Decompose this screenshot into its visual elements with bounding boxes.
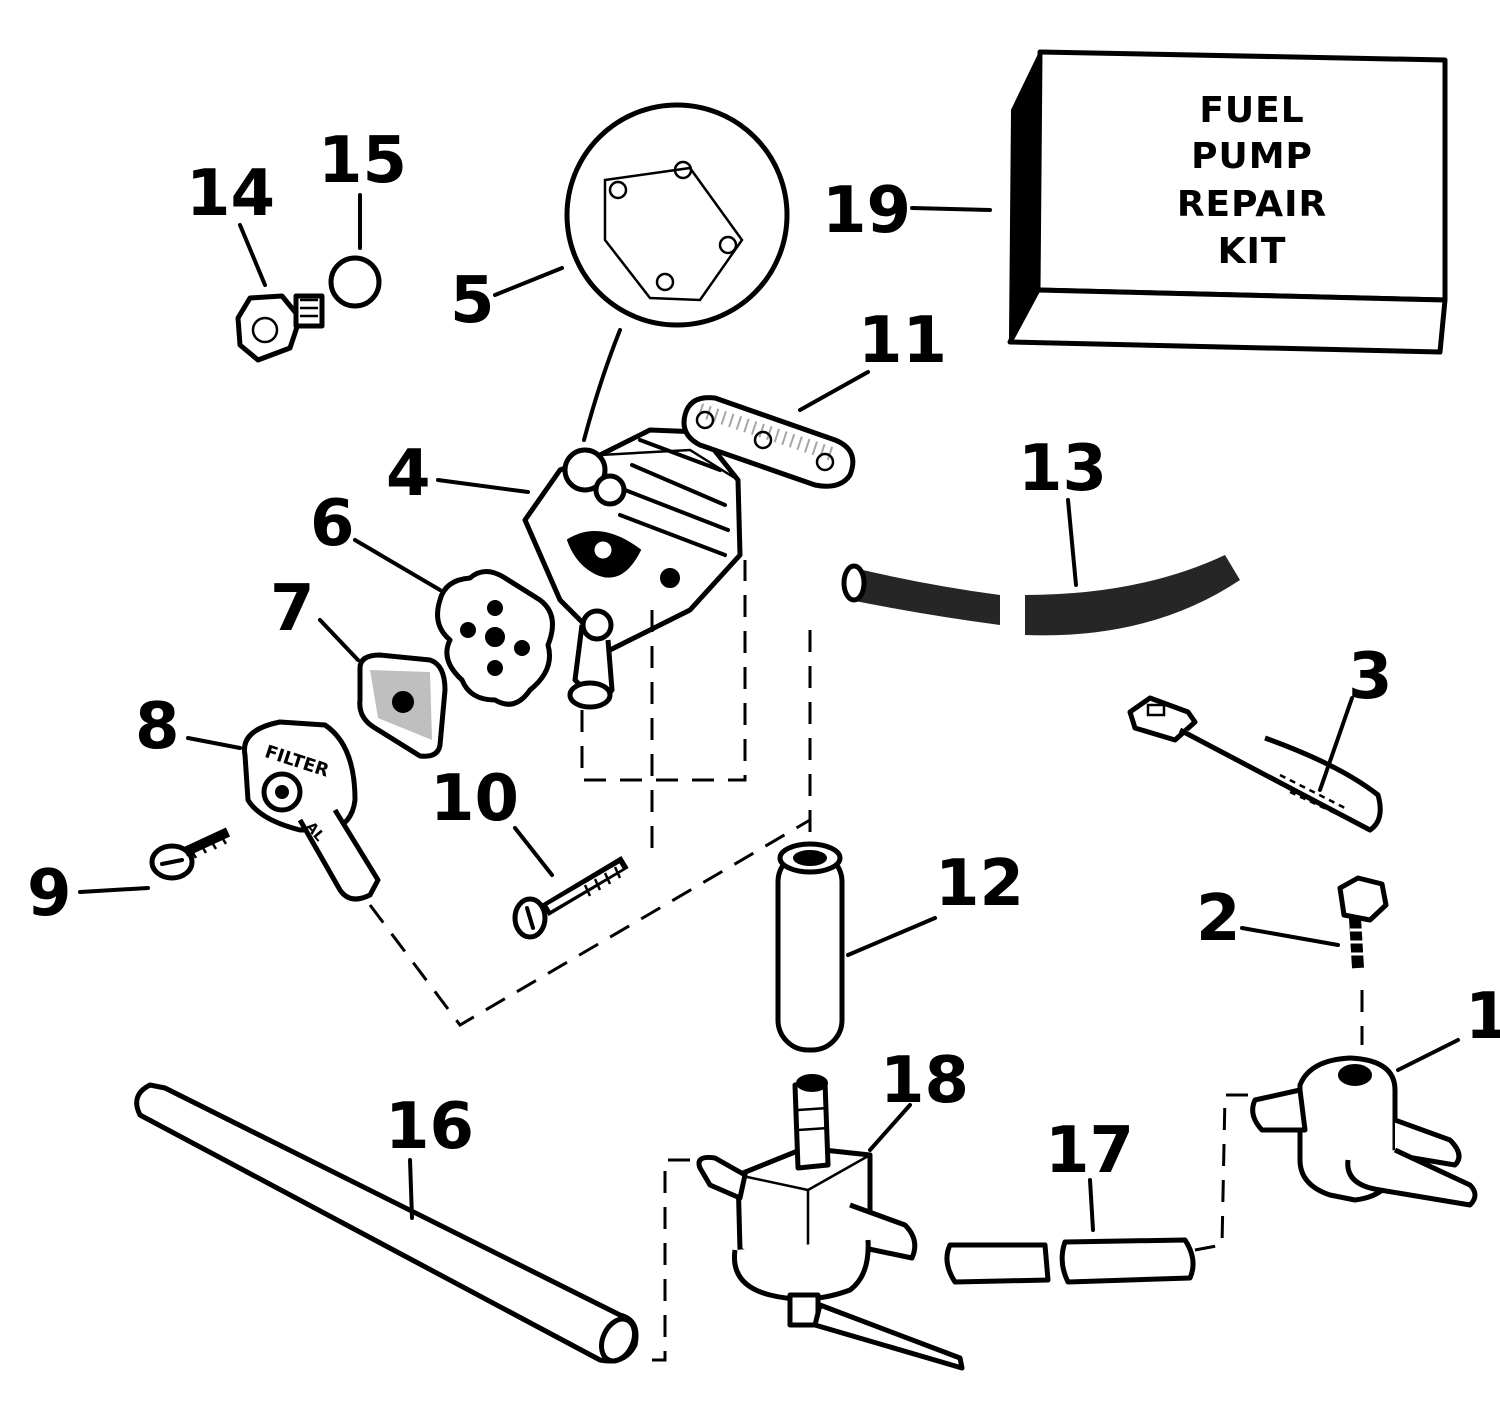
pump-body [522,427,743,710]
valve-screw [1337,875,1389,969]
callout-5: 5 [450,264,495,338]
callout-15: 15 [318,124,407,198]
diaphragm-plate [435,569,555,707]
diaphragm [357,652,448,759]
callout-10: 10 [430,762,519,836]
check-ball [328,255,382,309]
callout-6: 6 [310,487,355,561]
callout-3: 3 [1348,640,1393,714]
fuel-primer [696,1074,965,1371]
callout-9: 9 [27,857,72,931]
kit-line-2: PUMP [1191,136,1313,177]
kit-line-1: FUEL [1199,90,1304,131]
cover-screw [149,827,231,881]
callout-2: 2 [1196,882,1241,956]
callout-labels: 1 2 3 4 5 6 7 8 9 10 11 12 13 14 15 16 1… [27,124,1500,1188]
tie-strap [1127,695,1383,833]
callout-13: 13 [1018,432,1107,506]
callout-16: 16 [385,1090,474,1164]
kit-line-4: KIT [1218,231,1287,272]
shutoff-valve [1250,1055,1478,1208]
callout-18: 18 [880,1044,969,1118]
hose-sleeve [775,841,845,1053]
filter-cover: FILTER AL [241,719,381,902]
leader-lines [78,193,1460,1232]
kit-line-3: REPAIR [1177,184,1327,225]
repair-kit-box: FUEL PUMP REPAIR KIT [1007,49,1448,355]
callout-17: 17 [1045,1114,1134,1188]
callout-8: 8 [135,690,180,764]
callout-19: 19 [822,174,911,248]
callout-7: 7 [270,572,315,646]
assembly-lines [368,560,1364,1362]
callout-14: 14 [186,157,275,231]
fuel-hose-13 [841,555,1240,636]
callout-1: 1 [1465,980,1500,1054]
drain-plug [235,293,325,363]
callout-12: 12 [935,847,1024,921]
gasket-detail [564,102,790,442]
fuel-hose-17 [944,1237,1196,1285]
fuel-hose-16 [134,1082,639,1364]
callout-11: 11 [858,304,947,378]
pump-screw [512,855,629,940]
callout-4: 4 [386,437,431,511]
pump-gasket [681,395,856,489]
